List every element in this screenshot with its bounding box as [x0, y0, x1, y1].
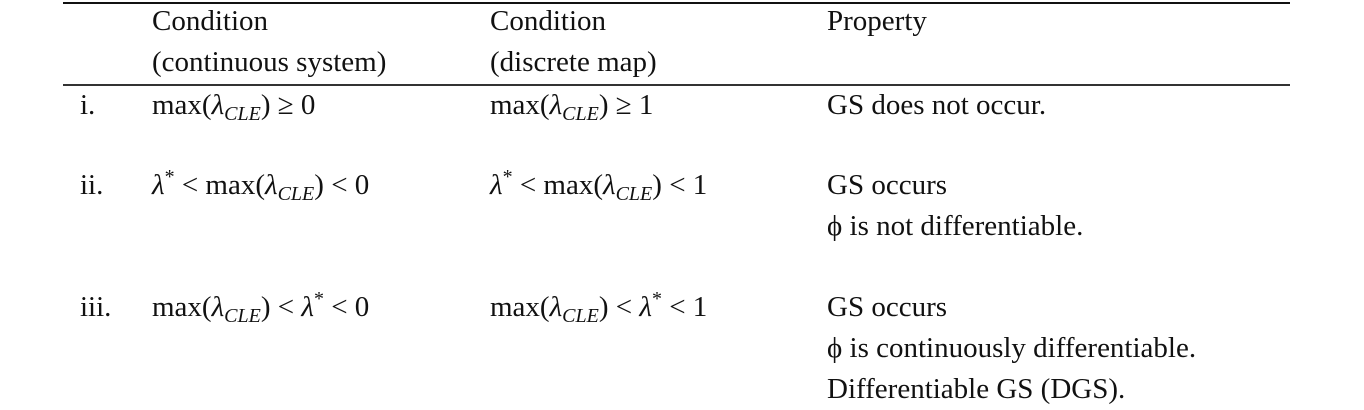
math-text: ≥ 0 [270, 89, 316, 121]
math-text: < [270, 291, 302, 323]
header-text: Property [827, 5, 927, 37]
property-line: ϕ is not differentiable. [827, 210, 1084, 242]
math-text: max( [543, 169, 604, 201]
math-text: ) [260, 89, 271, 121]
math-text: max( [490, 291, 550, 323]
math-text: max( [490, 89, 550, 121]
property: GS occurs ϕ is continuously differentiab… [827, 287, 1196, 410]
superscript: * [502, 166, 513, 188]
condition-discrete: max(λCLE) ≥ 1 [490, 85, 653, 129]
subscript: CLE [224, 305, 261, 327]
lambda-symbol: λ [603, 169, 616, 201]
lambda-symbol: λ [301, 291, 314, 323]
math-text: < 0 [323, 169, 370, 201]
lambda-symbol: λ [265, 169, 278, 201]
superscript: * [651, 288, 662, 310]
row-label: i. [80, 89, 96, 121]
condition-discrete: max(λCLE) < λ* < 1 [490, 287, 707, 331]
property-line: GS occurs [827, 291, 948, 323]
subscript: CLE [562, 103, 599, 125]
header-property: Property [827, 1, 927, 42]
superscript: * [313, 288, 324, 310]
lambda-symbol: λ [549, 89, 563, 121]
subscript: CLE [277, 183, 315, 205]
math-text: ) [598, 291, 609, 323]
math-text: < 0 [323, 291, 370, 323]
subscript: CLE [615, 183, 653, 205]
condition-discrete: λ* < max(λCLE) < 1 [490, 165, 707, 209]
math-text: < [608, 291, 640, 323]
property-line: ϕ is continuously differentiable. [827, 332, 1197, 364]
math-text: max( [205, 169, 266, 201]
property-line: GS occurs [827, 169, 948, 201]
math-text: ≥ 1 [608, 89, 654, 121]
header-continuous: Condition (continuous system) [152, 1, 386, 83]
property: GS occurs ϕ is not differentiable. [827, 165, 1083, 247]
math-text: ) [260, 291, 271, 323]
header-rule [63, 84, 1290, 86]
math-text: ) [314, 169, 324, 201]
property: GS does not occur. [827, 85, 1046, 126]
row-label: ii. [80, 169, 104, 201]
lambda-symbol: λ [211, 291, 225, 323]
header-discrete: Condition (discrete map) [490, 1, 657, 83]
lambda-symbol: λ [490, 169, 503, 201]
lambda-symbol: λ [152, 169, 165, 201]
property-line: GS does not occur. [827, 89, 1047, 121]
math-text: max( [152, 291, 212, 323]
condition-continuous: max(λCLE) < λ* < 0 [152, 287, 369, 331]
header-text: Condition [490, 5, 607, 37]
lambda-symbol: λ [639, 291, 652, 323]
math-text: < 1 [661, 169, 708, 201]
header-text: Condition [152, 5, 269, 37]
row-label: iii. [80, 291, 112, 323]
condition-continuous: λ* < max(λCLE) < 0 [152, 165, 369, 209]
subscript: CLE [224, 103, 261, 125]
top-rule [63, 2, 1290, 4]
superscript: * [164, 166, 175, 188]
subscript: CLE [562, 305, 599, 327]
condition-continuous: max(λCLE) ≥ 0 [152, 85, 315, 129]
lambda-symbol: λ [211, 89, 225, 121]
math-text: ) [652, 169, 662, 201]
property-line: Differentiable GS (DGS). [827, 373, 1126, 405]
math-text: ) [598, 89, 609, 121]
math-text: max( [152, 89, 212, 121]
math-text: < [512, 169, 544, 201]
math-text: < 1 [661, 291, 708, 323]
lambda-symbol: λ [549, 291, 563, 323]
math-text: < [174, 169, 206, 201]
header-text: (continuous system) [152, 46, 387, 78]
header-text: (discrete map) [490, 46, 657, 78]
